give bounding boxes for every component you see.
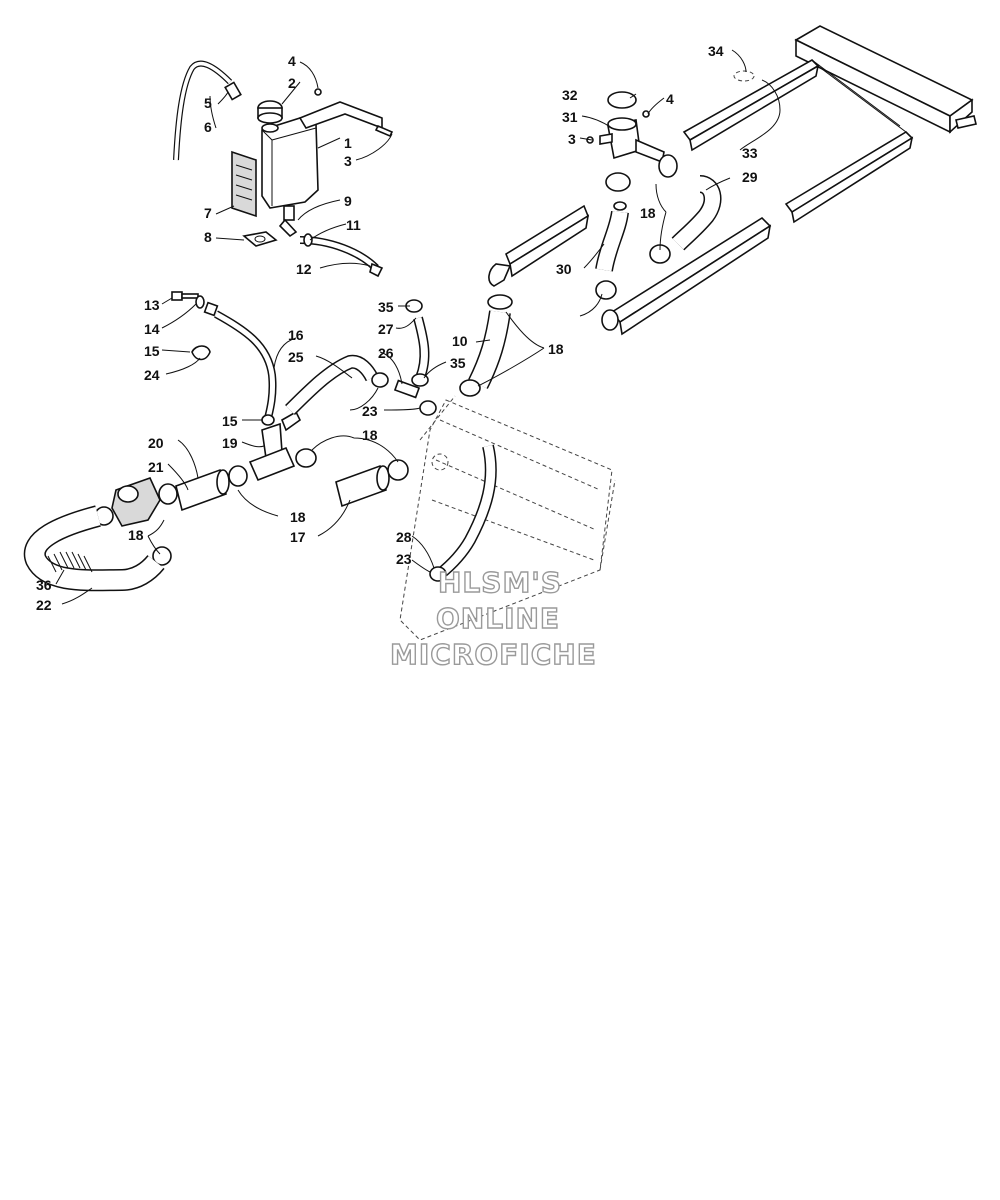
- callout-9: 9: [344, 193, 352, 209]
- callout-18-middle: 18: [362, 427, 378, 443]
- callout-labels: 1 2 3 4 5 6 7 8 9 11 12 13 14 15 24 16 2…: [36, 43, 758, 613]
- nut: [314, 88, 322, 96]
- callout-19: 19: [222, 435, 238, 451]
- callout-18-left: 18: [128, 527, 144, 543]
- decal: [733, 70, 755, 82]
- callout-35: 35: [378, 299, 394, 315]
- hose-clamp: [303, 233, 313, 247]
- watermark: HLSM'S ONLINE MICROFICHE: [389, 565, 597, 671]
- lower-hose-group: [23, 459, 409, 592]
- callout-18-center: 18: [548, 341, 564, 357]
- water-pump-housing: [111, 477, 161, 527]
- watermark-line-2: ONLINE: [436, 602, 560, 635]
- callout-23-lower: 23: [396, 551, 412, 567]
- callout-18-upper: 18: [640, 205, 656, 221]
- engine-outline: [399, 395, 616, 641]
- washer: [195, 295, 205, 309]
- callout-15: 15: [144, 343, 160, 359]
- tee-fitting: [393, 379, 421, 399]
- callout-24: 24: [144, 367, 160, 383]
- callout-1: 1: [344, 135, 352, 151]
- connector-hose: [175, 468, 227, 512]
- callout-20: 20: [148, 435, 164, 451]
- callout-34: 34: [708, 43, 724, 59]
- bolt: [171, 291, 183, 301]
- callout-17: 17: [290, 529, 306, 545]
- watermark-line-3: MICROFICHE: [390, 638, 597, 671]
- callout-10: 10: [452, 333, 468, 349]
- callout-25: 25: [288, 349, 304, 365]
- callout-29: 29: [742, 169, 758, 185]
- callout-13: 13: [144, 297, 160, 313]
- callout-30: 30: [556, 261, 572, 277]
- callout-6: 6: [204, 119, 212, 135]
- drain-fitting: [283, 205, 295, 221]
- callout-12: 12: [296, 261, 312, 277]
- callout-2: 2: [288, 75, 296, 91]
- callout-5: 5: [204, 95, 212, 111]
- callout-4: 4: [288, 53, 296, 69]
- thermostat-group: [171, 291, 437, 482]
- grommet: [242, 231, 278, 247]
- reservoir-bracket: [298, 101, 383, 130]
- callout-23: 23: [362, 403, 378, 419]
- callout-35-lower: 35: [450, 355, 466, 371]
- callout-27: 27: [378, 321, 394, 337]
- callout-32: 32: [562, 87, 578, 103]
- warning-decal: [231, 150, 257, 218]
- callout-3: 3: [344, 153, 352, 169]
- callout-21: 21: [148, 459, 164, 475]
- callout-36: 36: [36, 577, 52, 593]
- screw: [374, 124, 394, 138]
- radiator-cap: [607, 91, 637, 109]
- callout-33: 33: [742, 145, 758, 161]
- reservoir-group: [173, 60, 394, 278]
- callout-31: 31: [562, 109, 578, 125]
- heat-exchanger-group: [488, 25, 977, 336]
- hose-fitting: [224, 81, 242, 101]
- watermark-line-1: HLSM'S: [438, 566, 562, 599]
- callout-7: 7: [204, 205, 212, 221]
- clamp: [191, 345, 211, 361]
- callout-28: 28: [396, 529, 412, 545]
- heat-exchanger-main: [794, 25, 974, 117]
- callout-11: 11: [346, 217, 361, 233]
- callout-14: 14: [144, 321, 160, 337]
- callout-3-right: 3: [568, 131, 576, 147]
- callout-8: 8: [204, 229, 212, 245]
- callout-22: 22: [36, 597, 52, 613]
- middle-hose: [335, 464, 387, 508]
- leader-lines: [55, 49, 781, 605]
- callout-18-lower: 18: [290, 509, 306, 525]
- callout-16: 16: [288, 327, 304, 343]
- overflow-hose: [173, 60, 233, 161]
- callout-26: 26: [378, 345, 394, 361]
- callout-15-lower: 15: [222, 413, 238, 429]
- callout-4-right: 4: [666, 91, 674, 107]
- hose-10-group: [459, 294, 513, 397]
